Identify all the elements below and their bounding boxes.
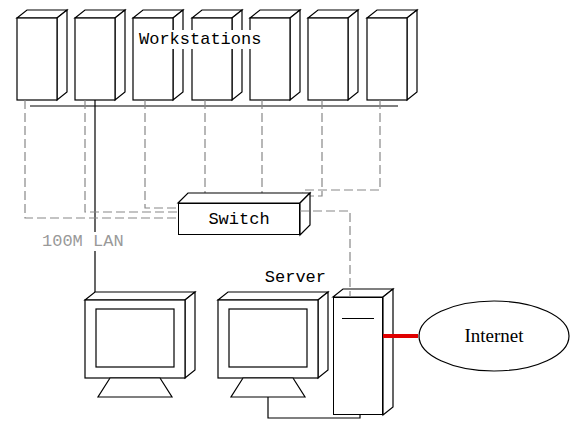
workstation-tower bbox=[407, 10, 417, 100]
internet-link bbox=[383, 336, 418, 337]
node-text: Server bbox=[265, 268, 326, 287]
workstations-label: Workstations bbox=[137, 30, 263, 49]
workstation-tower bbox=[367, 18, 407, 100]
workstation-tower bbox=[75, 18, 115, 100]
internet-ellipse bbox=[419, 301, 569, 371]
server-tower: Server bbox=[333, 297, 383, 415]
lan-label: 100M LAN bbox=[40, 232, 126, 251]
workstation-tower bbox=[348, 10, 358, 100]
workstation-tower bbox=[173, 10, 183, 100]
workstation-tower bbox=[308, 18, 348, 100]
internet-cloud: Internet bbox=[418, 300, 570, 372]
node-text: Internet bbox=[464, 325, 523, 347]
workstation-tower bbox=[290, 10, 300, 100]
workstation-tower bbox=[232, 10, 242, 100]
workstation-tower bbox=[115, 10, 125, 100]
node-text: Switch bbox=[208, 210, 269, 229]
workstation-tower bbox=[17, 18, 57, 100]
workstation-tower bbox=[57, 10, 67, 100]
switch-box: Switch bbox=[178, 203, 300, 235]
